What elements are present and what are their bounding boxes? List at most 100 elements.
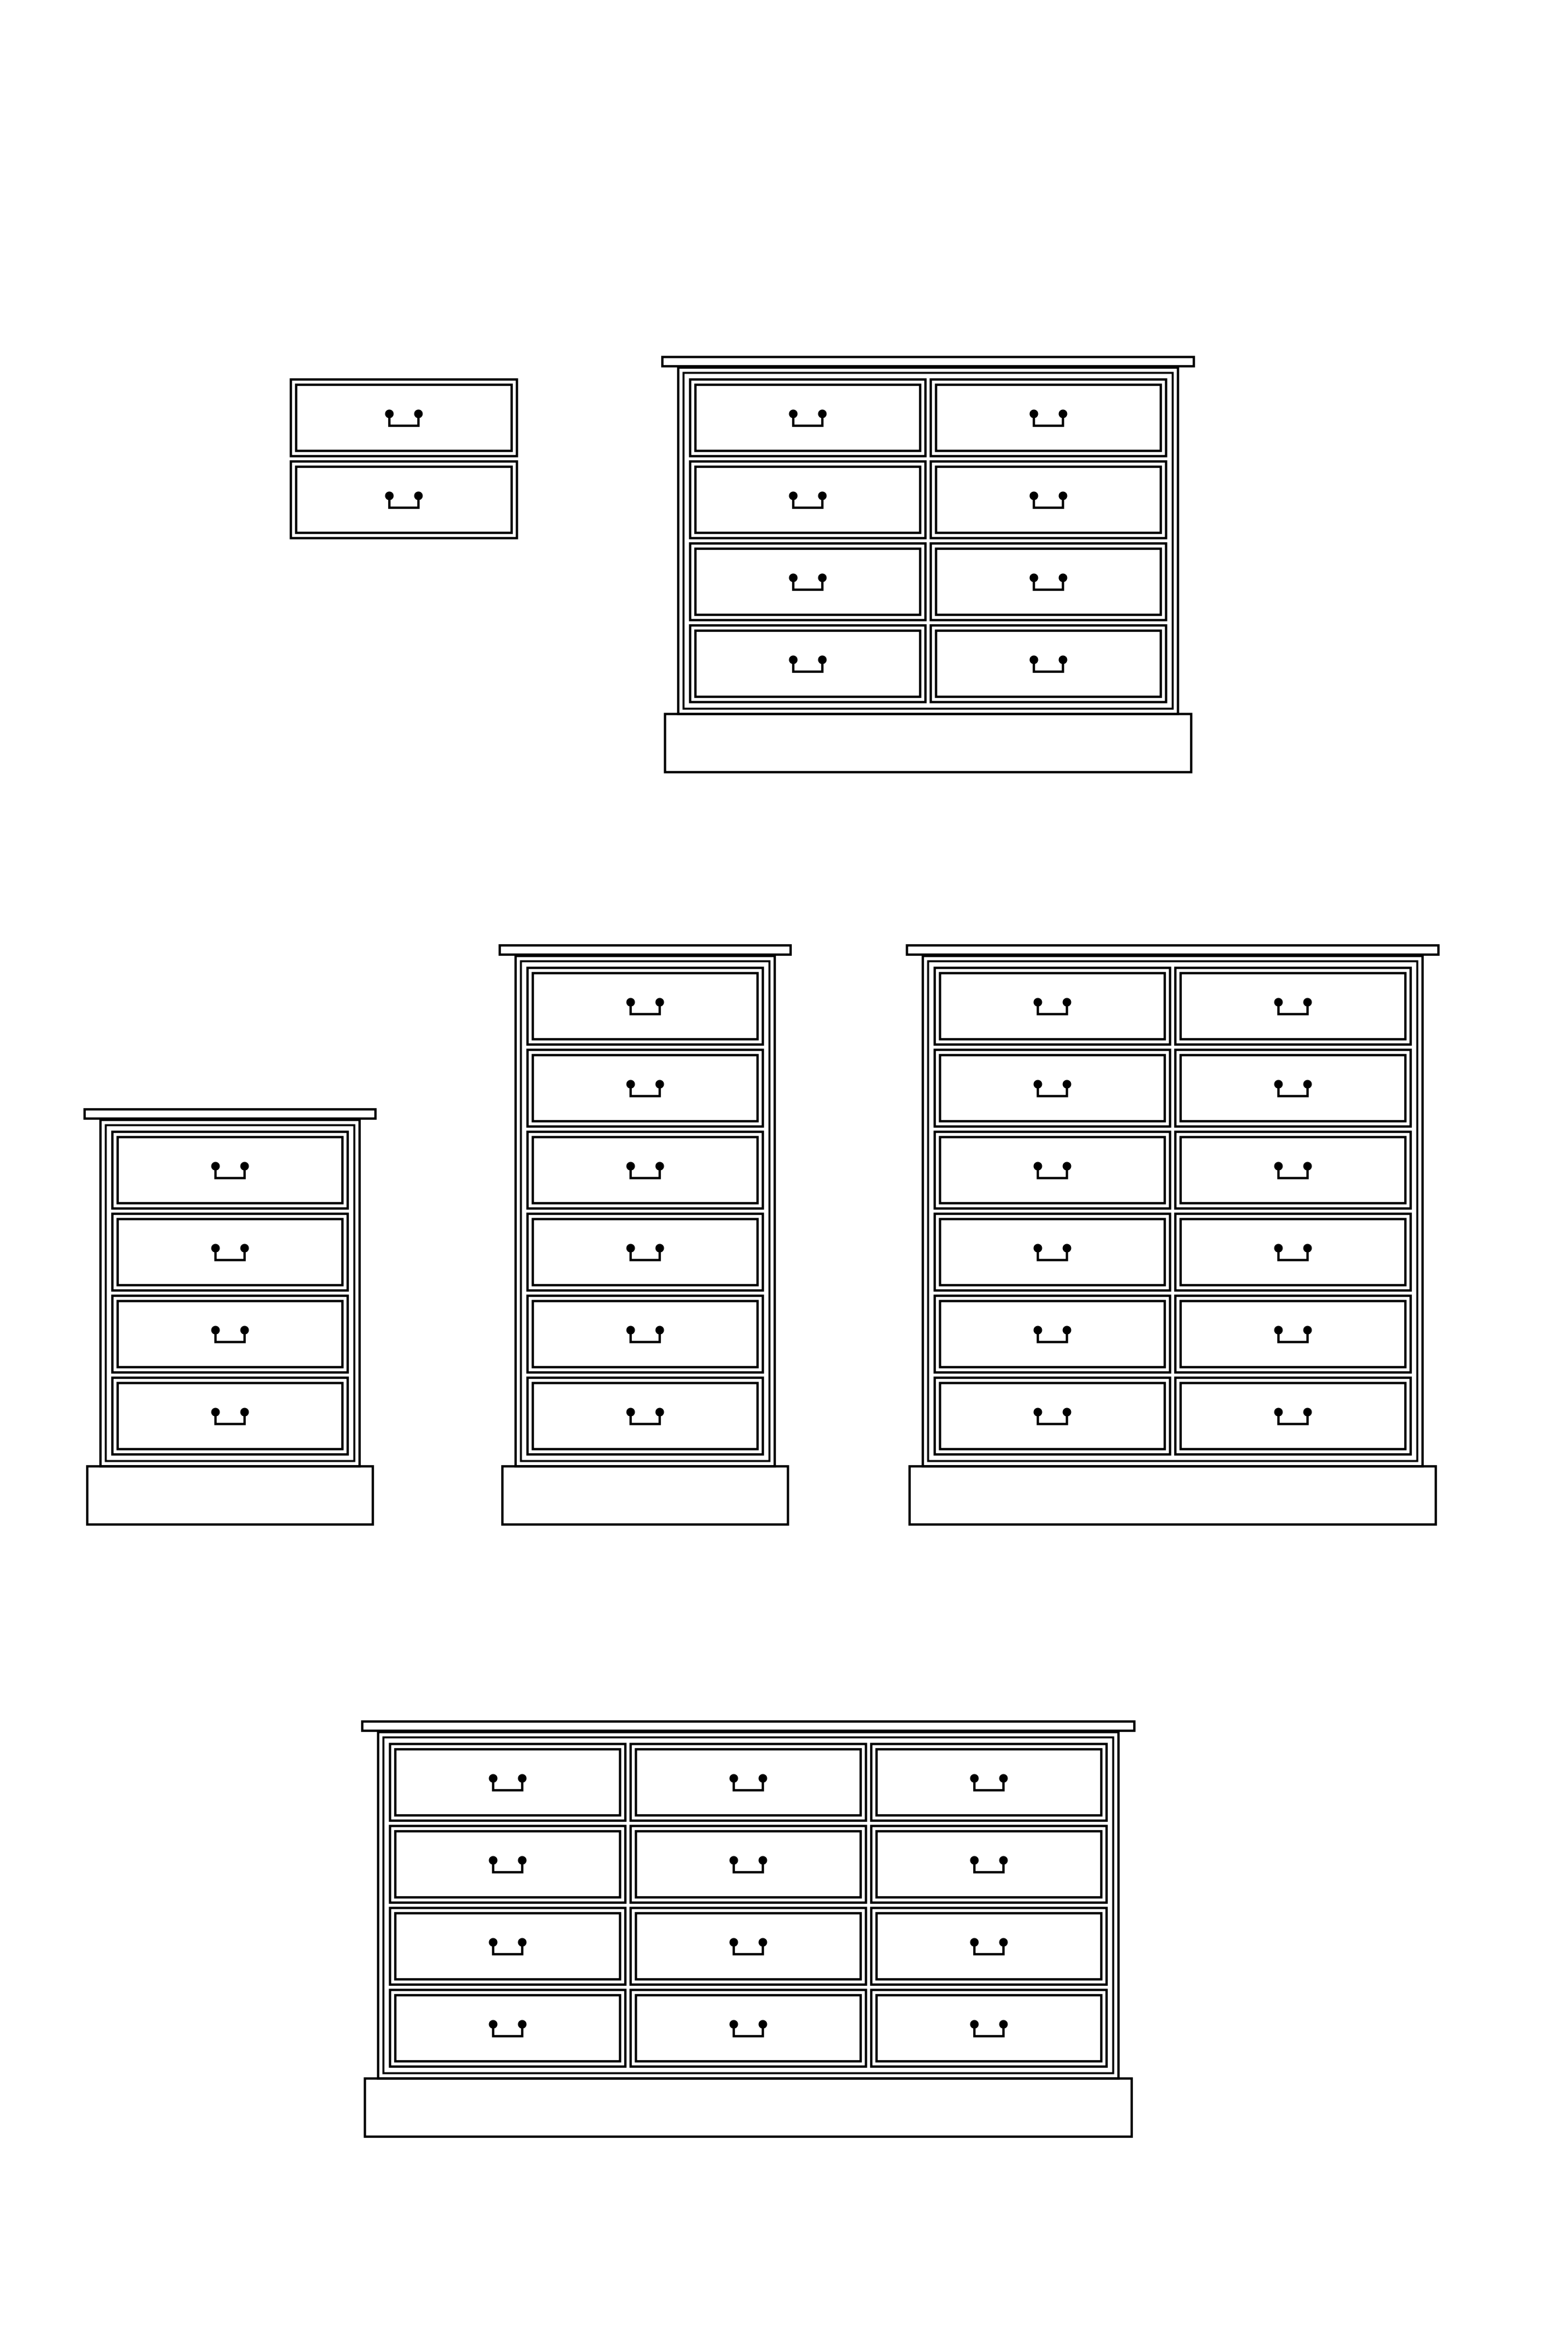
drawer-outer-frame — [1174, 1130, 1412, 1210]
drawer — [111, 1294, 349, 1374]
drawer-inner-panel — [531, 1054, 759, 1123]
cup-handle-icon — [1274, 1407, 1312, 1425]
drawer-outer-frame — [389, 1743, 627, 1822]
drawer-inner-panel — [875, 1830, 1103, 1899]
cup-handle-icon — [970, 1774, 1008, 1792]
drawer — [389, 1743, 627, 1822]
drawer-outer-frame — [933, 967, 1171, 1046]
drawer-outer-frame — [933, 1212, 1171, 1292]
drawer — [929, 378, 1167, 457]
unit-12-drawer-wide — [361, 1720, 1136, 2138]
cup-handle-icon — [789, 655, 827, 673]
cup-handle-icon — [626, 1407, 664, 1425]
drawer — [526, 967, 764, 1046]
drawer-outer-frame — [689, 378, 927, 457]
drawer-outer-frame — [629, 1743, 867, 1822]
drawer-inner-panel — [116, 1382, 344, 1450]
drawer-outer-frame — [111, 1130, 349, 1210]
cabinet-carcase — [99, 1119, 361, 1468]
cup-handle-icon — [789, 409, 827, 427]
drawer — [389, 1825, 627, 1904]
drawer-inner-panel — [295, 465, 513, 534]
drawer-outer-frame — [929, 378, 1167, 457]
unit-6-drawer — [498, 944, 792, 1526]
drawer-outer-frame — [526, 1212, 764, 1292]
cup-handle-icon — [789, 573, 827, 591]
cabinet-carcase — [514, 955, 776, 1468]
drawer-outer-frame — [933, 1130, 1171, 1210]
drawer-inner-panel — [939, 1054, 1166, 1123]
drawer — [629, 1989, 867, 2068]
drawer-inner-panel — [939, 1136, 1166, 1205]
drawer — [526, 1130, 764, 1210]
cabinet-plinth — [908, 1465, 1437, 1526]
drawer — [870, 1743, 1108, 1822]
drawer-outer-frame — [933, 1376, 1171, 1456]
cup-handle-icon — [1033, 1080, 1072, 1097]
drawer-outer-frame — [526, 1130, 764, 1210]
cup-handle-icon — [626, 1326, 664, 1343]
drawer-inner-panel — [1179, 972, 1407, 1041]
drawer-inner-panel — [935, 383, 1162, 452]
drawer-inner-panel — [531, 1136, 759, 1205]
cup-handle-icon — [1274, 1244, 1312, 1261]
drawer-inner-panel — [531, 1218, 759, 1286]
drawer-outer-frame — [1174, 1294, 1412, 1374]
drawer-outer-frame — [389, 1825, 627, 1904]
cup-handle-icon — [1033, 1326, 1072, 1343]
drawer-outer-frame — [929, 624, 1167, 703]
drawer-outer-frame — [870, 1825, 1108, 1904]
drawer-outer-frame — [689, 542, 927, 621]
drawer — [689, 542, 927, 621]
drawer — [933, 1294, 1171, 1374]
drawer-outer-frame — [526, 1049, 764, 1128]
drawer — [290, 378, 518, 457]
cabinet-plinth — [501, 1465, 789, 1526]
drawer-inner-panel — [694, 383, 921, 452]
drawer-inner-panel — [1179, 1218, 1407, 1286]
cabinet-plinth — [664, 713, 1193, 773]
cabinet-top — [661, 356, 1195, 368]
drawer-outer-frame — [389, 1907, 627, 1986]
drawer — [526, 1049, 764, 1128]
drawer-inner-panel — [694, 547, 921, 616]
cup-handle-icon — [1274, 998, 1312, 1015]
drawer-outer-frame — [1174, 1376, 1412, 1456]
drawer-inner-panel — [1179, 1054, 1407, 1123]
drawer-inner-panel — [935, 465, 1162, 534]
cup-handle-icon — [489, 1938, 527, 1956]
drawer-outer-frame — [526, 967, 764, 1046]
cabinet-plinth — [86, 1465, 374, 1526]
drawer-inner-panel — [694, 465, 921, 534]
drawer-outer-frame — [1174, 1049, 1412, 1128]
cup-handle-icon — [789, 491, 827, 509]
drawer-inner-panel — [635, 1748, 862, 1817]
drawer — [629, 1743, 867, 1822]
drawer — [933, 1376, 1171, 1456]
drawer-inner-panel — [295, 383, 513, 452]
drawer — [689, 460, 927, 539]
drawer — [689, 624, 927, 703]
drawer-inner-panel — [939, 972, 1166, 1041]
drawer-outer-frame — [870, 1907, 1108, 1986]
drawer — [526, 1376, 764, 1456]
cabinet-carcase — [377, 1731, 1120, 2080]
cup-handle-icon — [1029, 409, 1068, 427]
drawer-inner-panel — [694, 629, 921, 698]
drawer-inner-panel — [635, 1912, 862, 1981]
drawer-inner-panel — [1179, 1382, 1407, 1450]
drawer-inner-panel — [394, 1994, 621, 2063]
drawer-inner-panel — [875, 1994, 1103, 2063]
cup-handle-icon — [1029, 491, 1068, 509]
cabinet-face-frame — [382, 1736, 1115, 2075]
drawer-outer-frame — [689, 624, 927, 703]
cabinet-top — [83, 1108, 377, 1120]
cabinet-face-frame — [927, 960, 1419, 1462]
drawer — [933, 1130, 1171, 1210]
cabinet-carcase — [921, 955, 1424, 1468]
cup-handle-icon — [1274, 1326, 1312, 1343]
drawer — [111, 1130, 349, 1210]
cabinet-top — [498, 944, 792, 956]
cup-handle-icon — [385, 491, 423, 509]
cup-handle-icon — [1029, 655, 1068, 673]
